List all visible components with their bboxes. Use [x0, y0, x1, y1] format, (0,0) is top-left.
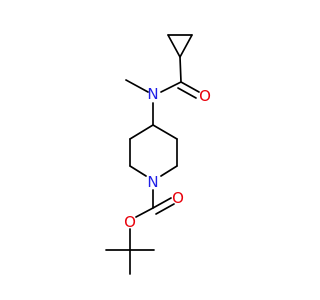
bond-carbamate-co-2: [155, 203, 175, 215]
bond-carbamate-o: [135, 207, 154, 218]
atom-n-piperidine: N: [147, 173, 158, 191]
bond-cyclopropyl-right: [179, 34, 193, 58]
bond-amide-co-1: [180, 81, 200, 93]
bond-n-methyl: [125, 79, 149, 93]
molecule-structure-diagram: N O N O O: [105, 34, 211, 275]
atom-o-carbonyl: O: [172, 189, 184, 207]
bond-cyclopropyl-left: [167, 34, 181, 58]
bond-cyclopropyl-carbonyl: [179, 56, 182, 83]
bond-ring-c4-c3: [129, 124, 154, 140]
atom-o-ester: O: [124, 213, 136, 231]
bond-ring-c4-c5: [152, 124, 178, 140]
bond-carbamate-co-1: [152, 197, 172, 209]
bond-ring-c2-n: [129, 165, 147, 177]
bond-ring-c6-n: [160, 165, 178, 177]
atom-o-amide: O: [199, 87, 211, 105]
atom-n-amide: N: [147, 85, 158, 103]
bond-amide-co-2: [177, 87, 197, 99]
bond-carbonyl-n: [160, 81, 182, 93]
